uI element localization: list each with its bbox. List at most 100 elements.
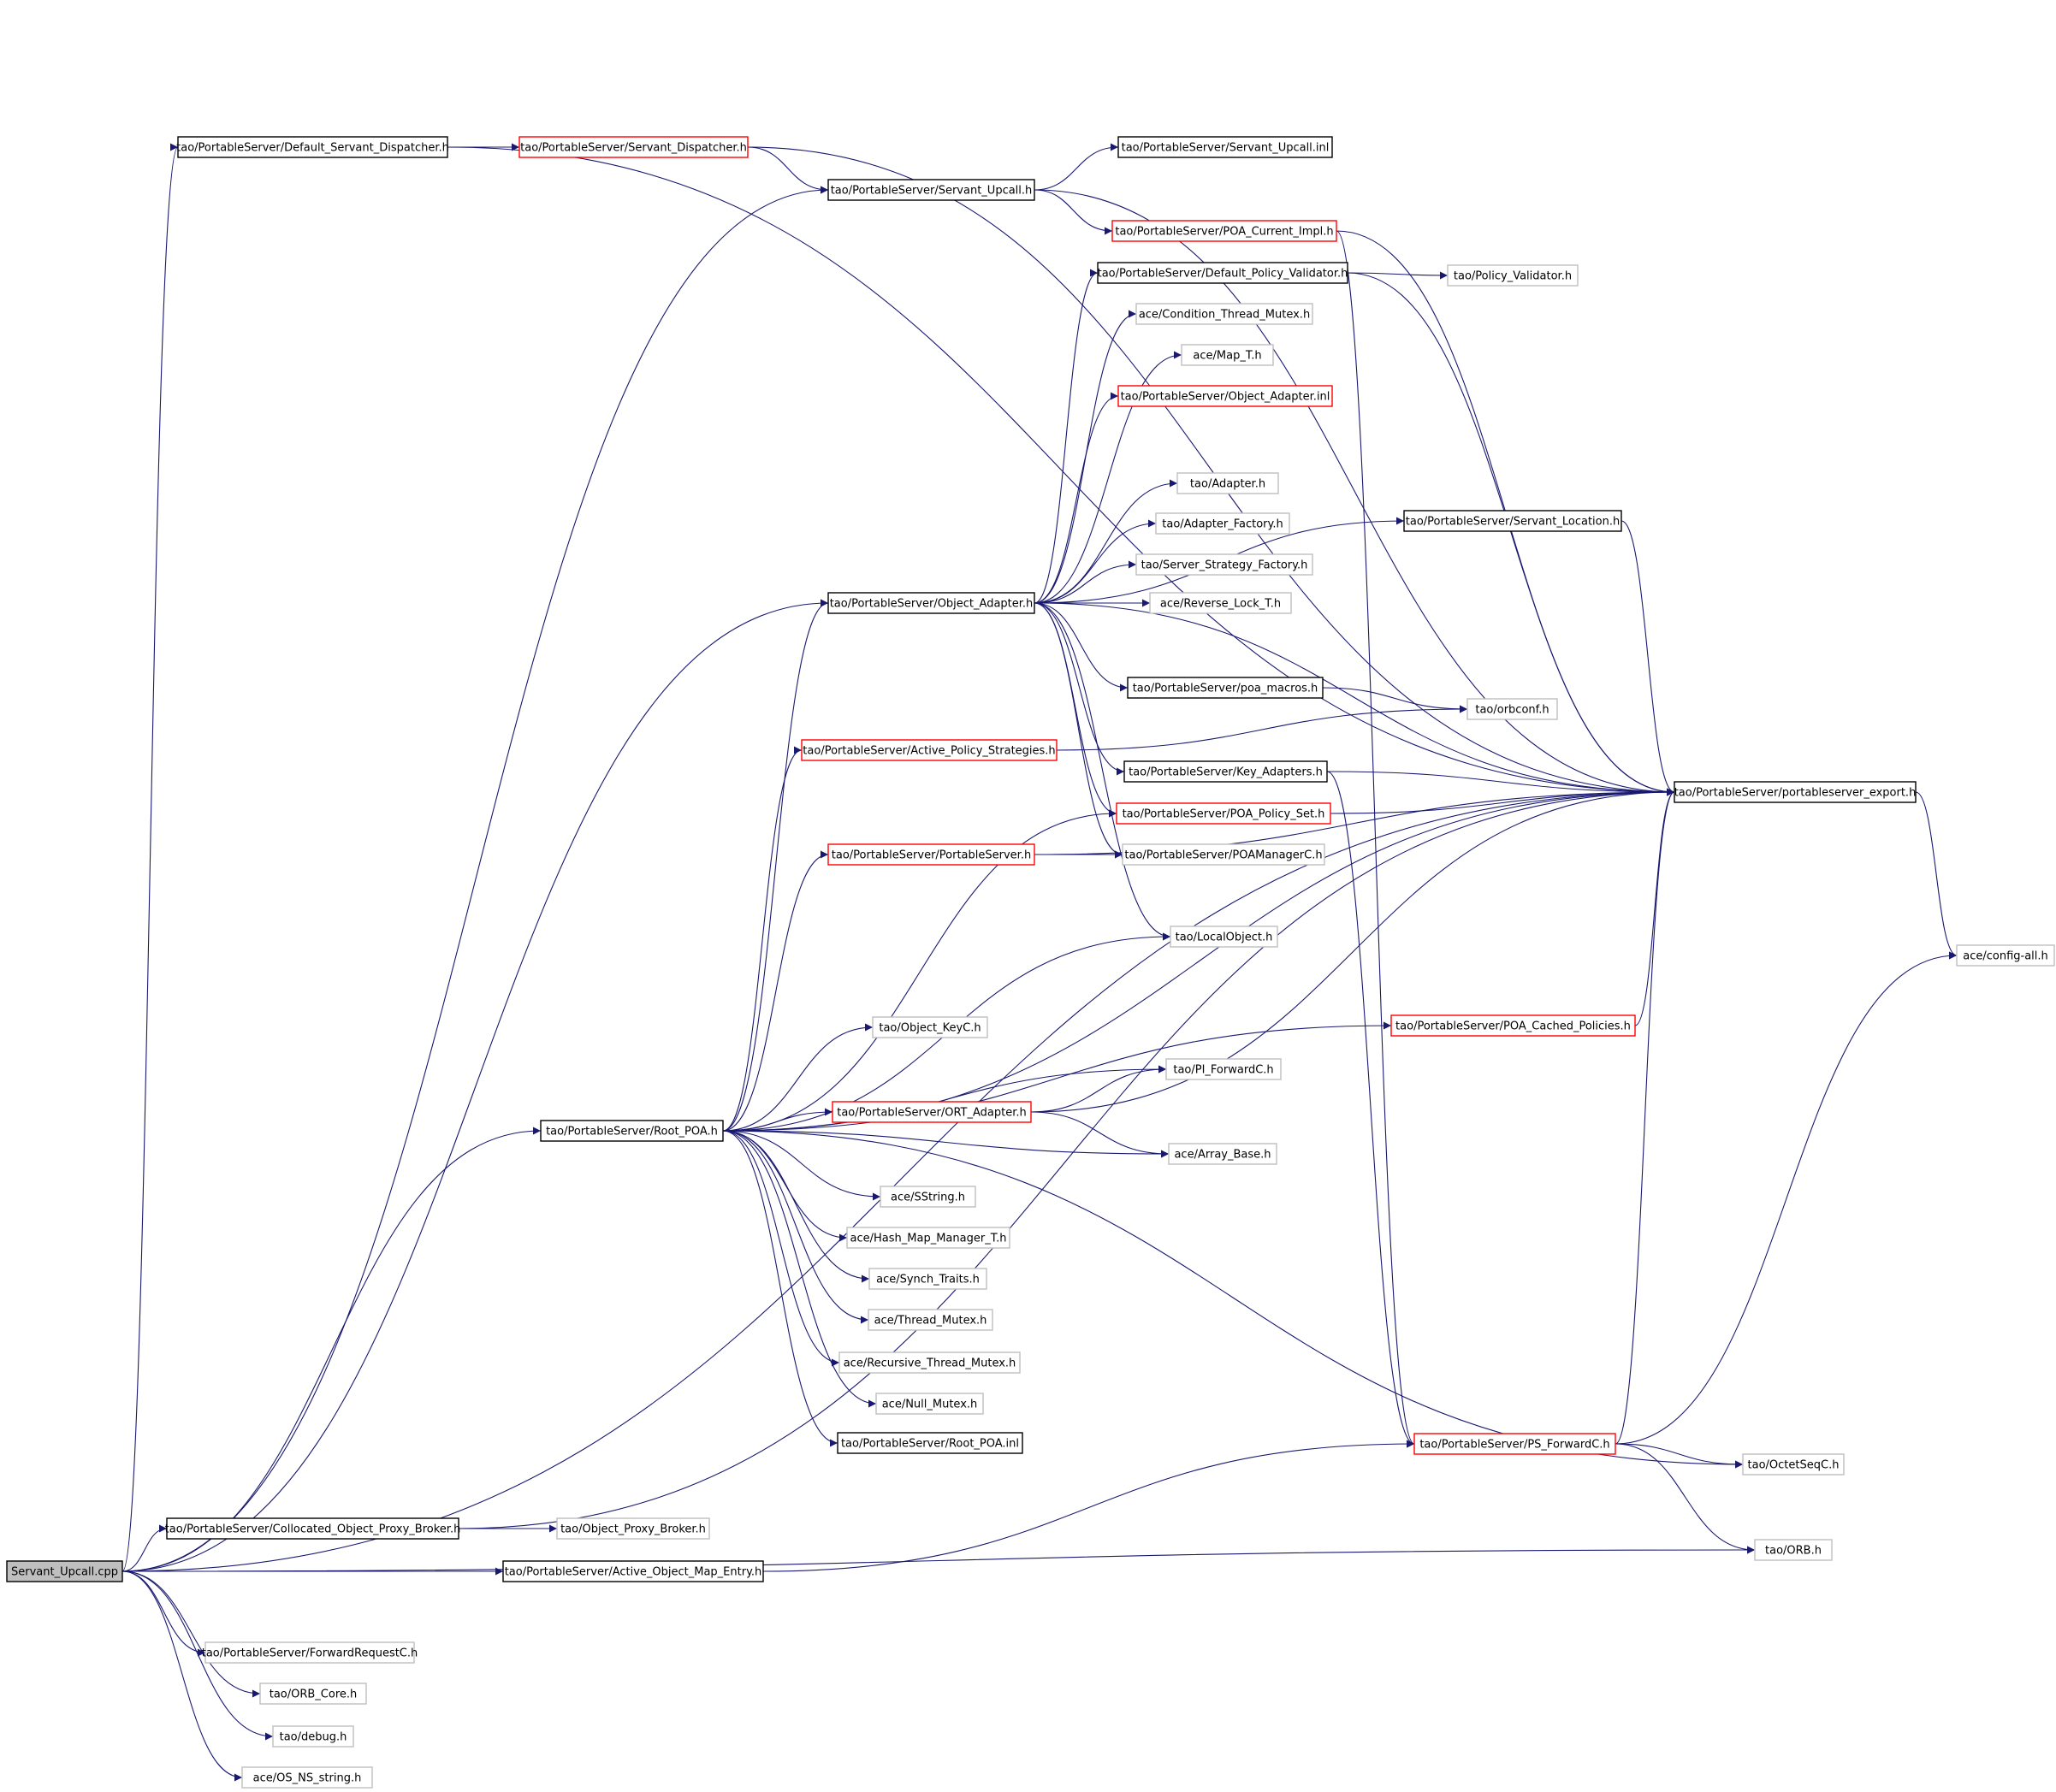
edge-pcp-to-pse bbox=[1634, 788, 1675, 1026]
node-label: ace/Null_Mutex.h bbox=[882, 1399, 978, 1411]
node-box bbox=[1170, 926, 1278, 948]
node-label: ace/Reverse_Lock_T.h bbox=[1160, 598, 1281, 611]
node-label: tao/PortableServer/portableserver_export… bbox=[1674, 787, 1917, 800]
edge-rpoa-to-thm bbox=[722, 1130, 869, 1324]
node-box bbox=[1127, 677, 1324, 699]
node-tao-portableserver-poa-current-impl-h[interactable]: tao/PortableServer/POA_Current_Impl.h bbox=[1111, 220, 1337, 242]
edge-oa-to-lo bbox=[1034, 602, 1171, 941]
node-tao-portableserver-poa-cached-policies-h[interactable]: tao/PortableServer/POA_Cached_Policies.h bbox=[1390, 1014, 1636, 1037]
edge-line bbox=[1034, 602, 1171, 941]
edge-line bbox=[762, 1440, 1415, 1572]
edge-rpoa-to-pifc bbox=[722, 1065, 1167, 1132]
node-label: tao/ORB.h bbox=[1765, 1545, 1822, 1558]
node-tao-adapter-factory-h: tao/Adapter_Factory.h bbox=[1155, 512, 1290, 535]
node-tao-portableserver-servant-dispatcher-h[interactable]: tao/PortableServer/Servant_Dispatcher.h bbox=[518, 136, 749, 158]
edge-pci-to-psfc bbox=[1336, 230, 1415, 1448]
node-tao-portableserver-root-poa-h[interactable]: tao/PortableServer/Root_POA.h bbox=[540, 1120, 724, 1142]
edge-sloc-to-pse bbox=[1621, 520, 1675, 796]
node-label: tao/Adapter_Factory.h bbox=[1162, 518, 1283, 531]
node-label: tao/PortableServer/Active_Object_Map_Ent… bbox=[505, 1566, 762, 1579]
node-tao-portableserver-ps-forwardc-h[interactable]: tao/PortableServer/PS_ForwardC.h bbox=[1413, 1433, 1616, 1455]
node-tao-portableserver-default-servant-dispatcher-h[interactable]: tao/PortableServer/Default_Servant_Dispa… bbox=[176, 136, 449, 158]
edge-line bbox=[722, 1130, 877, 1408]
edge-rpoa-to-pps bbox=[722, 809, 1117, 1132]
node-box bbox=[1117, 385, 1333, 407]
node-label: tao/PortableServer/Servant_Location.h bbox=[1406, 516, 1620, 529]
node-label: ace/config-all.h bbox=[1963, 950, 2048, 963]
edge-root-to-dsd bbox=[121, 143, 179, 1572]
node-box bbox=[1122, 843, 1325, 866]
edge-root-to-orb bbox=[121, 1546, 1756, 1572]
edge-rpoa-to-aps bbox=[722, 746, 803, 1132]
node-box bbox=[166, 1517, 459, 1540]
node-tao-portableserver-collocated-object-proxy-broker-h[interactable]: tao/PortableServer/Collocated_Object_Pro… bbox=[165, 1517, 461, 1540]
node-label: ace/Thread_Mutex.h bbox=[874, 1315, 987, 1328]
node-tao-portableserver-active-object-map-entry-h[interactable]: tao/PortableServer/Active_Object_Map_Ent… bbox=[502, 1560, 764, 1582]
edge-line bbox=[121, 1570, 243, 1782]
edge-line bbox=[1030, 1111, 1170, 1158]
node-label: tao/PortableServer/POA_Policy_Set.h bbox=[1123, 808, 1325, 821]
node-tao-debug-h: tao/debug.h bbox=[272, 1725, 354, 1748]
node-tao-portableserver-active-policy-strategies-h[interactable]: tao/PortableServer/Active_Policy_Strateg… bbox=[801, 739, 1058, 761]
edge-rpoa-to-ps bbox=[722, 850, 829, 1132]
node-ace-os-ns-string-h: ace/OS_NS_string.h bbox=[241, 1766, 373, 1789]
node-tao-portableserver-key-adapters-h[interactable]: tao/PortableServer/Key_Adapters.h bbox=[1123, 760, 1328, 783]
node-box bbox=[1447, 264, 1579, 287]
node-tao-portableserver-poa-policy-set-h[interactable]: tao/PortableServer/POA_Policy_Set.h bbox=[1116, 802, 1331, 825]
edge-oa-to-dpv bbox=[1034, 269, 1099, 604]
node-label: tao/LocalObject.h bbox=[1176, 931, 1273, 944]
edge-line bbox=[121, 1570, 206, 1657]
node-label: tao/PortableServer/Key_Adapters.h bbox=[1129, 766, 1323, 779]
edge-rpoa-to-rpinl bbox=[722, 1130, 838, 1447]
node-label: tao/PortableServer/Default_Policy_Valida… bbox=[1098, 268, 1348, 281]
node-tao-portableserver-servant-location-h[interactable]: tao/PortableServer/Servant_Location.h bbox=[1403, 510, 1622, 532]
node-tao-portableserver-root-poa-inl[interactable]: tao/PortableServer/Root_POA.inl bbox=[837, 1432, 1023, 1454]
edge-rpoa-to-sstr bbox=[722, 1130, 881, 1201]
node-tao-portableserver-poa-macros-h[interactable]: tao/PortableServer/poa_macros.h bbox=[1127, 677, 1324, 699]
edge-line bbox=[1056, 705, 1468, 751]
node-box bbox=[1135, 553, 1313, 576]
node-tao-adapter-h: tao/Adapter.h bbox=[1176, 472, 1279, 494]
edge-line bbox=[1034, 392, 1119, 604]
node-ace-null-mutex-h: ace/Null_Mutex.h bbox=[875, 1393, 984, 1415]
node-tao-portableserver-servant-upcall-inl[interactable]: tao/PortableServer/Servant_Upcall.inl bbox=[1117, 136, 1333, 158]
node-tao-portableserver-servant-upcall-h[interactable]: tao/PortableServer/Servant_Upcall.h bbox=[827, 179, 1035, 201]
edge-line bbox=[1034, 351, 1182, 604]
node-box bbox=[1135, 303, 1313, 325]
node-box bbox=[868, 1309, 993, 1331]
node-tao-portableserver-ort-adapter-h[interactable]: tao/PortableServer/ORT_Adapter.h bbox=[832, 1101, 1032, 1123]
node-label: ace/Array_Base.h bbox=[1174, 1149, 1271, 1162]
edge-line bbox=[1336, 230, 1415, 1448]
node-box bbox=[1117, 136, 1333, 158]
node-box bbox=[1466, 698, 1558, 720]
edge-ka-to-pse bbox=[1326, 771, 1675, 796]
edge-line bbox=[1034, 602, 1129, 692]
node-label: ace/Hash_Map_Manager_T.h bbox=[850, 1233, 1007, 1245]
edge-line bbox=[121, 186, 829, 1572]
edge-line bbox=[1347, 272, 1675, 796]
node-box bbox=[880, 1186, 976, 1208]
node-label: ace/OS_NS_string.h bbox=[253, 1772, 362, 1785]
edge-root-to-copb bbox=[121, 1524, 168, 1572]
node-label: tao/Server_Strategy_Factory.h bbox=[1141, 559, 1308, 572]
node-box bbox=[1116, 802, 1331, 825]
node-servant-upcall-cpp[interactable]: Servant_Upcall.cpp bbox=[6, 1560, 123, 1582]
edge-su-to-pci bbox=[1034, 189, 1113, 235]
node-label: tao/PortableServer/PS_ForwardC.h bbox=[1419, 1439, 1609, 1452]
node-tao-portableserver-default-policy-validator-h[interactable]: tao/PortableServer/Default_Policy_Valida… bbox=[1097, 262, 1348, 284]
edge-dsd-to-pse bbox=[447, 146, 1675, 796]
node-tao-portableserver-portableserver-h[interactable]: tao/PortableServer/PortableServer.h bbox=[827, 843, 1035, 866]
node-box bbox=[518, 136, 749, 158]
edge-sd-to-su bbox=[747, 146, 829, 194]
node-tao-portableserver-portableserver-export-h[interactable]: tao/PortableServer/portableserver_export… bbox=[1674, 781, 1917, 803]
edge-oa-to-oainl bbox=[1034, 392, 1119, 604]
node-tao-policy-validator-h: tao/Policy_Validator.h bbox=[1447, 264, 1579, 287]
edge-aome-to-psfc bbox=[762, 1440, 1415, 1572]
node-box bbox=[1390, 1014, 1636, 1037]
edge-line bbox=[121, 1570, 261, 1698]
node-label: tao/orbconf.h bbox=[1475, 704, 1549, 717]
node-tao-portableserver-object-adapter-inl[interactable]: tao/PortableServer/Object_Adapter.inl bbox=[1117, 385, 1333, 407]
node-tao-portableserver-object-adapter-h[interactable]: tao/PortableServer/Object_Adapter.h bbox=[827, 592, 1035, 614]
node-box bbox=[872, 1016, 988, 1038]
